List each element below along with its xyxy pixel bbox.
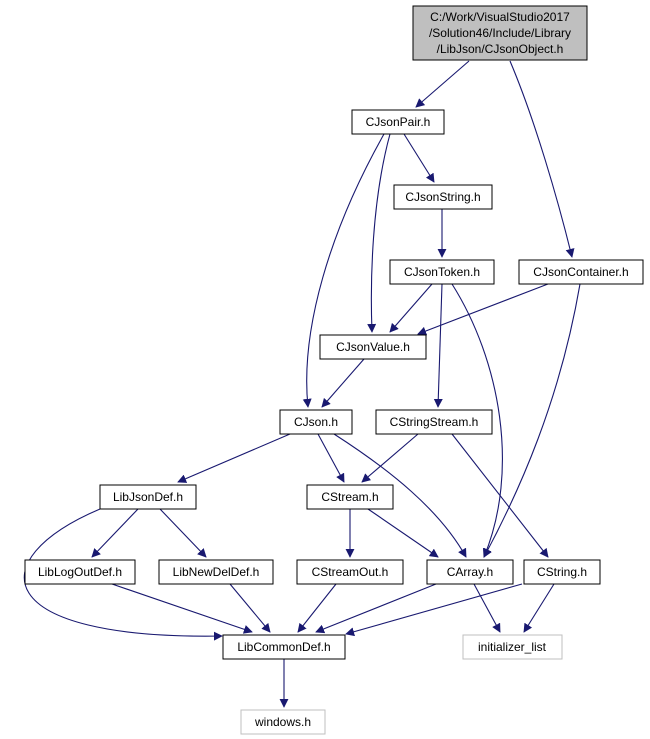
edge-libjsondef-libnewdeldef [159, 508, 207, 558]
edge-cjson-libjsondef [177, 433, 291, 483]
node-cstreamout[interactable]: CStreamOut.h [296, 559, 404, 585]
windows-label: windows.h [254, 715, 311, 729]
node-libjsondef[interactable]: LibJsonDef.h [99, 484, 197, 510]
cjsonvalue-label: CJsonValue.h [336, 340, 410, 354]
carray-label: CArray.h [447, 565, 493, 579]
edge-cjsonpair-cjsonvalue [367, 133, 391, 333]
cstringstream-label: CStringStream.h [390, 415, 479, 429]
edge-cstreamout-libcommondef [297, 583, 337, 633]
edge-cjson-carray [333, 433, 467, 558]
node-windows[interactable]: windows.h [240, 709, 326, 735]
edge-cstream-carray [367, 508, 439, 558]
cstring-label: CString.h [537, 565, 587, 579]
cstreamout-label: CStreamOut.h [312, 565, 389, 579]
initializer-list-label: initializer_list [478, 640, 547, 654]
edge-cstringstream-cstream [361, 433, 419, 483]
node-cstring[interactable]: CString.h [523, 559, 601, 585]
node-libnewdeldef[interactable]: LibNewDelDef.h [158, 559, 274, 585]
cjsonobject-path-line-3: /LibJson/CJsonObject.h [437, 42, 564, 56]
edge-libjsondef-liblogoutdef [91, 508, 139, 558]
edges [23, 60, 581, 708]
libcommondef-label: LibCommonDef.h [237, 640, 330, 654]
node-cjsonobject[interactable]: C:/Work/VisualStudio2017 /Solution46/Inc… [412, 5, 588, 61]
edge-libjsondef-libcommondef [23, 508, 223, 641]
cjsonstring-label: CJsonString.h [405, 190, 480, 204]
edge-liblogoutdef-libcommondef [111, 583, 253, 634]
libnewdeldef-label: LibNewDelDef.h [173, 565, 260, 579]
edge-cjsonvalue-cjson [321, 358, 365, 408]
node-cjsoncontainer[interactable]: CJsonContainer.h [518, 259, 644, 285]
edge-cjsonpair-cjson [302, 133, 385, 408]
edge-carray-libcommondef [315, 583, 437, 634]
edge-cjsontoken-carray [451, 283, 503, 558]
node-cstringstream[interactable]: CStringStream.h [375, 409, 493, 435]
node-cjsonstring[interactable]: CJsonString.h [393, 184, 493, 210]
edge-cjsontoken-cjsonvalue [389, 283, 433, 333]
edge-cjson-cstream [317, 433, 345, 483]
edge-cjsonobject-cjsoncontainer [509, 60, 575, 258]
edge-cjsoncontainer-cjsonvalue [417, 283, 549, 336]
edge-cstring-initializer-list [523, 583, 555, 633]
edge-libnewdeldef-libcommondef [229, 583, 271, 633]
node-carray[interactable]: CArray.h [426, 559, 514, 585]
edge-cstring-libcommondef [345, 583, 523, 637]
edge-cjsontoken-cstringstream [433, 283, 443, 408]
liblogoutdef-label: LibLogOutDef.h [38, 565, 122, 579]
node-cstream[interactable]: CStream.h [306, 484, 394, 510]
node-cjson[interactable]: CJson.h [279, 409, 353, 435]
node-cjsontoken[interactable]: CJsonToken.h [389, 259, 495, 285]
node-initializer-list[interactable]: initializer_list [462, 634, 563, 660]
libjsondef-label: LibJsonDef.h [113, 490, 183, 504]
cjsonobject-path-line-2: /Solution46/Include/Library [429, 26, 571, 40]
node-liblogoutdef[interactable]: LibLogOutDef.h [24, 559, 136, 585]
node-cjsonvalue[interactable]: CJsonValue.h [319, 334, 427, 360]
node-libcommondef[interactable]: LibCommonDef.h [222, 634, 346, 660]
cjson-label: CJson.h [294, 415, 338, 429]
edge-cjsonobject-cjsonpair [415, 60, 470, 108]
edge-cjsonpair-cjsonstring [403, 133, 435, 183]
cjsonobject-path-line-1: C:/Work/VisualStudio2017 [430, 10, 570, 24]
cjsoncontainer-label: CJsonContainer.h [533, 265, 628, 279]
node-cjsonpair[interactable]: CJsonPair.h [351, 109, 445, 135]
cstream-label: CStream.h [321, 490, 378, 504]
edge-carray-initializer-list [473, 583, 501, 633]
edge-cjsoncontainer-carray [483, 283, 581, 558]
cjsonpair-label: CJsonPair.h [366, 115, 431, 129]
cjsontoken-label: CJsonToken.h [404, 265, 480, 279]
edge-cstringstream-cstring [451, 433, 549, 558]
